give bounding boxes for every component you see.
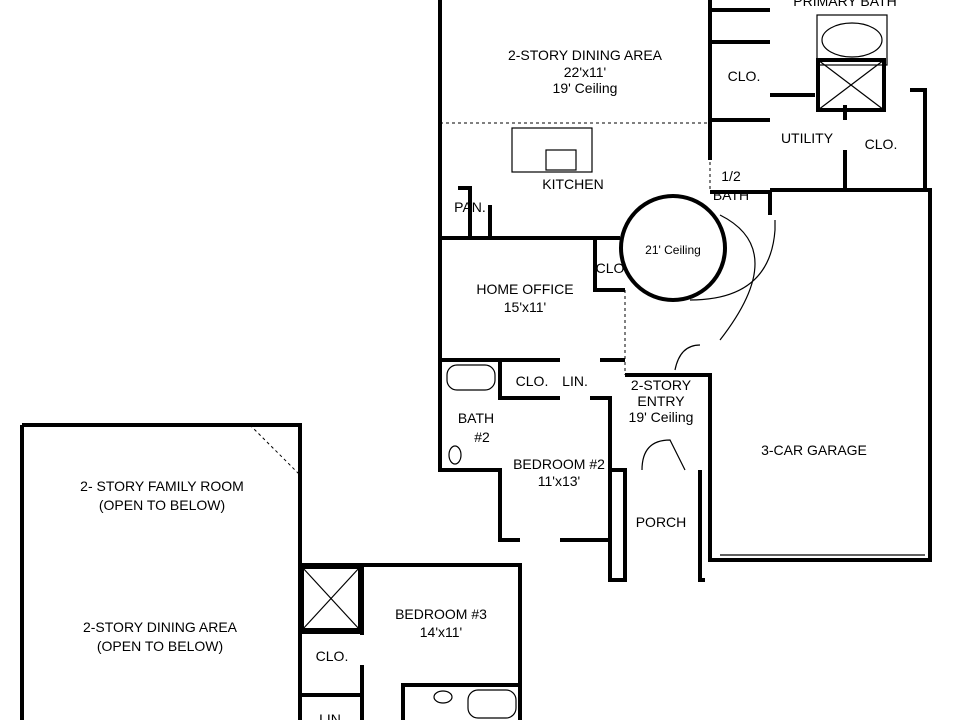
pantry-label: PAN. bbox=[454, 199, 486, 215]
primary-closet-label: CLO. bbox=[728, 68, 761, 84]
stair-ceiling-label: 21' Ceiling bbox=[645, 243, 701, 257]
walls bbox=[20, 0, 932, 720]
bath2-label-2: #2 bbox=[474, 429, 490, 445]
dining-lower-label-2: (OPEN TO BELOW) bbox=[97, 638, 223, 654]
porch-label: PORCH bbox=[636, 514, 687, 530]
dining-lower-label-1: 2-STORY DINING AREA bbox=[83, 619, 238, 635]
half-bath-label-2: BATH bbox=[713, 187, 749, 203]
bedroom2-size: 11'x13' bbox=[538, 473, 580, 489]
bed3-linen-label: LIN bbox=[319, 711, 341, 720]
home-office-label: HOME OFFICE bbox=[476, 281, 573, 297]
family-room-label-1: 2- STORY FAMILY ROOM bbox=[80, 478, 244, 494]
bedroom3-size: 14'x11' bbox=[420, 624, 462, 640]
fixtures bbox=[249, 14, 925, 719]
entry-ceiling: 19' Ceiling bbox=[629, 409, 694, 425]
bedroom2-label: BEDROOM #2 bbox=[513, 456, 605, 472]
dining-upper-size: 22'x11' bbox=[564, 64, 606, 80]
garage-label: 3-CAR GARAGE bbox=[761, 442, 867, 458]
family-room-label-2: (OPEN TO BELOW) bbox=[99, 497, 225, 513]
bed3-closet-label: CLO. bbox=[316, 648, 349, 664]
kitchen-label: KITCHEN bbox=[542, 176, 603, 192]
dining-upper-ceiling: 19' Ceiling bbox=[553, 80, 618, 96]
office-closet-label: CLO. bbox=[596, 260, 629, 276]
dining-upper-label: 2-STORY DINING AREA bbox=[508, 47, 663, 63]
utility-closet-label: CLO. bbox=[865, 136, 898, 152]
home-office-size: 15'x11' bbox=[504, 299, 546, 315]
room-labels: PRIMARY BATH 2-STORY DINING AREA 22'x11'… bbox=[80, 0, 897, 720]
bed2-closet-label: CLO. bbox=[516, 373, 549, 389]
bedroom3-label: BEDROOM #3 bbox=[395, 606, 487, 622]
half-bath-label-1: 1/2 bbox=[721, 168, 741, 184]
entry-label-2: ENTRY bbox=[637, 393, 685, 409]
primary-bath-label: PRIMARY BATH bbox=[793, 0, 896, 9]
utility-label: UTILITY bbox=[781, 130, 834, 146]
linen-label: LIN. bbox=[562, 373, 588, 389]
entry-label-1: 2-STORY bbox=[631, 377, 692, 393]
bath2-label-1: BATH bbox=[458, 410, 494, 426]
